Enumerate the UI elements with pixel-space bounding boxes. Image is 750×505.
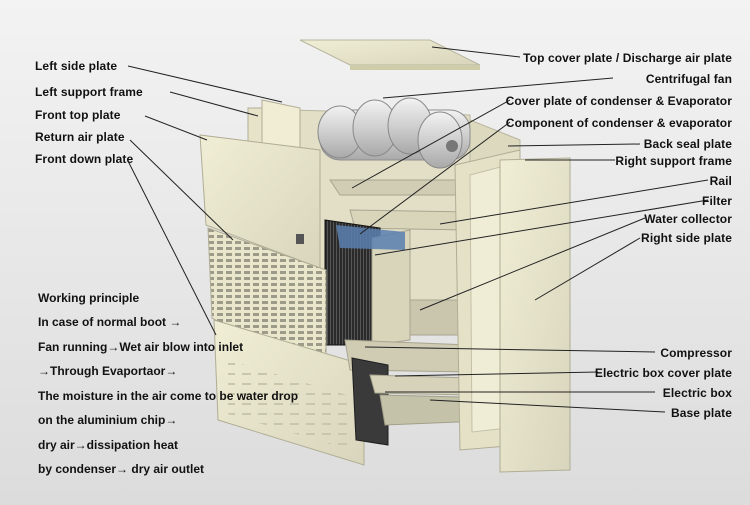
- label-front-top-plate: Front top plate: [35, 108, 121, 122]
- working-principle-line-6: dry air→dissipation heat: [38, 438, 179, 452]
- front-down-plate-vents: [228, 360, 350, 450]
- working-principle-line-7: by condenser→ dry air outlet: [38, 462, 205, 476]
- working-principle-line-1: In case of normal boot →: [38, 315, 182, 329]
- label-left-support-frame: Left support frame: [35, 85, 143, 99]
- label-component-condenser: Component of condenser & evaporator: [505, 116, 732, 130]
- coil-front-frame: [336, 225, 405, 250]
- label-compressor: Compressor: [660, 346, 732, 360]
- label-right-support-frame: Right support frame: [615, 154, 732, 168]
- label-cover-plate-condenser: Cover plate of condenser & Evaporator: [505, 94, 732, 108]
- label-base-plate: Base plate: [670, 406, 732, 420]
- label-electric-box-cover: Electric box cover plate: [594, 366, 732, 380]
- working-principle-line-3: →Through Evaportaor→: [38, 364, 178, 378]
- working-principle-line-5: on the aluminium chip→: [38, 413, 178, 427]
- label-back-seal-plate: Back seal plate: [643, 137, 732, 151]
- label-centrifugal-fan: Centrifugal fan: [645, 72, 732, 86]
- label-return-air-plate: Return air plate: [35, 130, 125, 144]
- label-filter: Filter: [702, 194, 732, 208]
- working-principle-line-2: Fan running→Wet air blow into inlet: [38, 340, 244, 354]
- label-electric-box: Electric box: [662, 386, 732, 400]
- working-principle-title: Working principle: [38, 291, 140, 305]
- leader-lines: [127, 46, 709, 413]
- label-front-down-plate: Front down plate: [35, 152, 134, 166]
- label-left-side-plate: Left side plate: [35, 59, 118, 73]
- right-side-plate: [499, 157, 571, 473]
- label-water-collector: Water collector: [644, 212, 732, 226]
- label-right-side-plate: Right side plate: [641, 231, 732, 245]
- label-top-cover-plate: Top cover plate / Discharge air plate: [523, 51, 732, 65]
- front-top-plate-handle: [296, 234, 304, 244]
- centrifugal-fan: [317, 97, 471, 169]
- top-cover-plate-edge: [350, 65, 480, 70]
- label-rail: Rail: [709, 174, 732, 188]
- working-principle-line-4: The moisture in the air come to be water…: [38, 389, 299, 403]
